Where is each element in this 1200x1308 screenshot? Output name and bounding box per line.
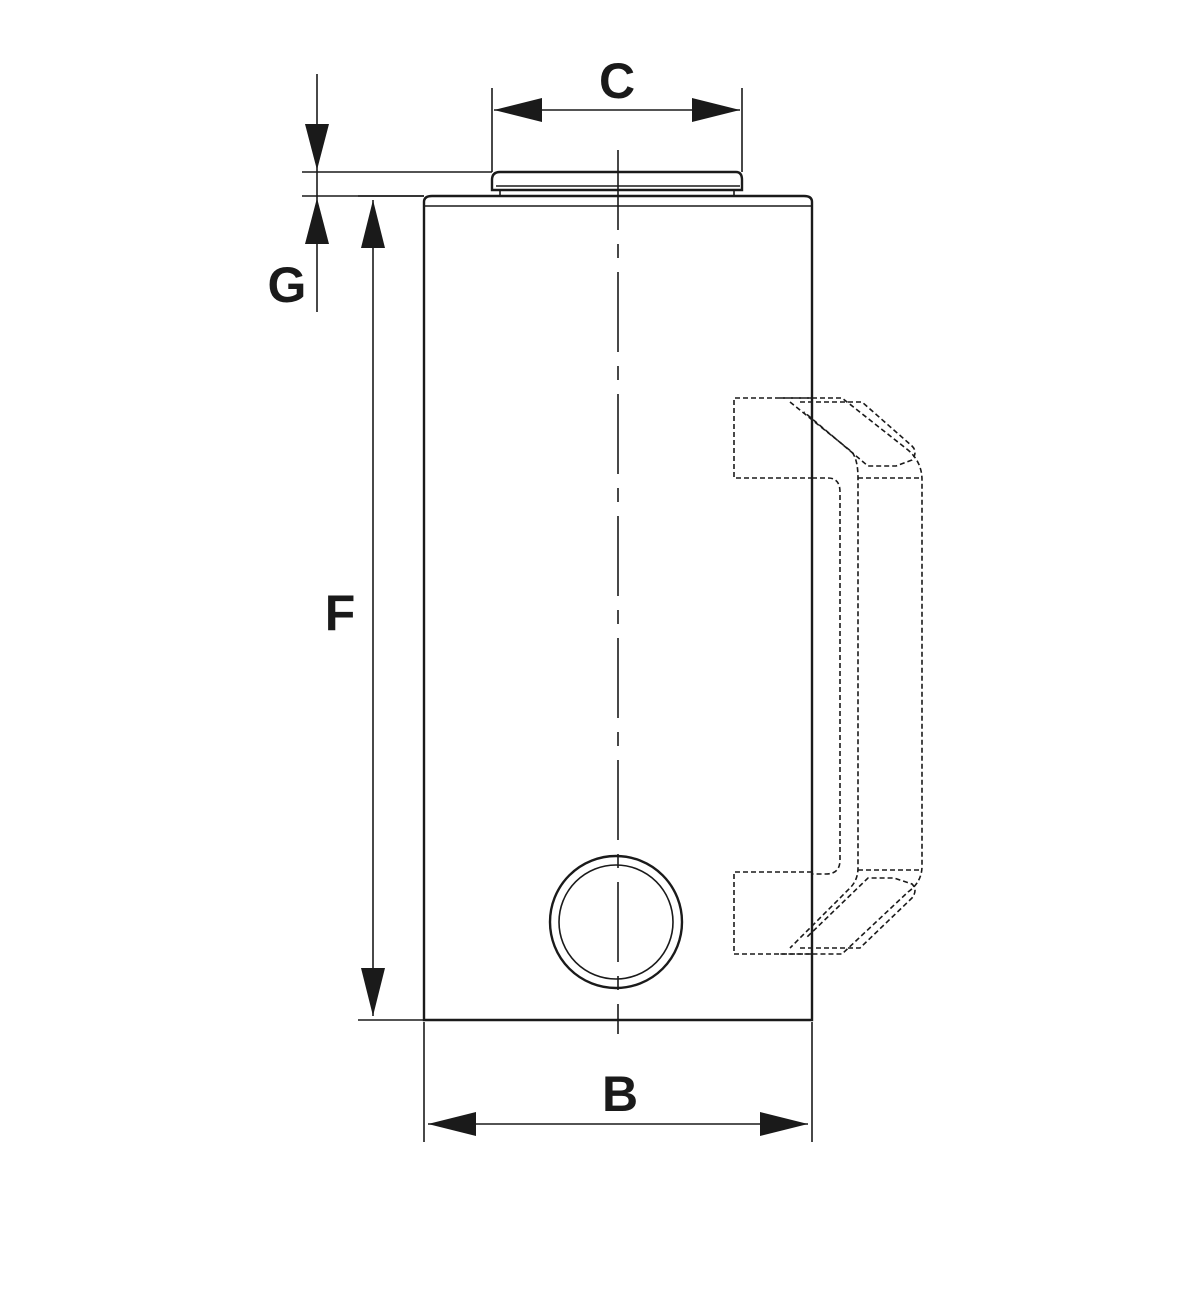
carry-handle: [733, 397, 923, 955]
label-f: F: [325, 585, 356, 641]
plunger-saddle: [490, 170, 744, 196]
arrowhead-up: [305, 198, 329, 244]
label-c: C: [599, 53, 635, 109]
arrowhead-left: [494, 98, 542, 122]
dimension-f: F: [325, 195, 424, 1021]
arrowhead-left: [428, 1112, 476, 1136]
dimension-c: C: [491, 53, 743, 172]
label-b: B: [602, 1066, 638, 1122]
hydraulic-port: [548, 854, 684, 990]
dimension-g: G: [268, 74, 492, 313]
arrowhead-right: [760, 1112, 808, 1136]
dimension-b: B: [423, 1022, 813, 1142]
arrowhead-up: [361, 200, 385, 248]
label-g: G: [268, 257, 307, 313]
arrowhead-down: [305, 124, 329, 170]
arrowhead-right: [692, 98, 740, 122]
arrowhead-down: [361, 968, 385, 1016]
